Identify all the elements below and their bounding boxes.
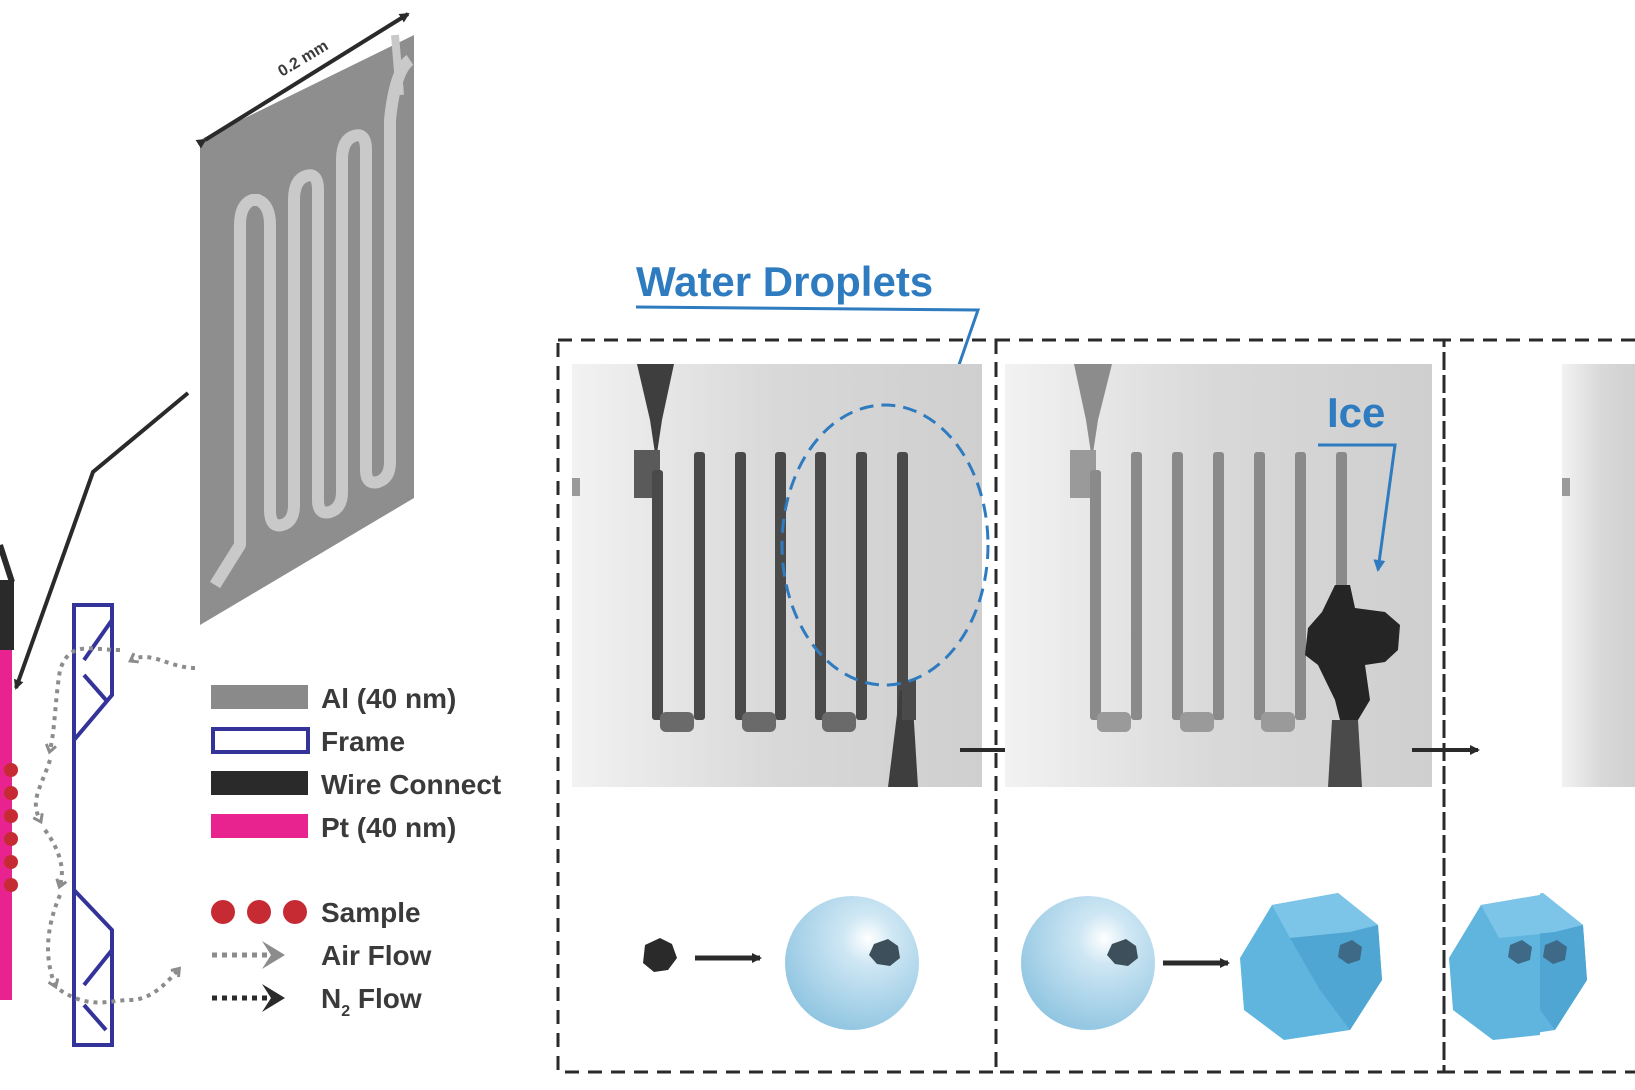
panel-3-frame bbox=[1442, 338, 1635, 1074]
legend-swatch-wire bbox=[211, 771, 308, 795]
sample-dots bbox=[4, 763, 18, 892]
legend-label-pt: Pt (40 nm) bbox=[321, 812, 456, 843]
scale-label: 0.2 mm bbox=[275, 37, 331, 80]
particle-icon bbox=[643, 938, 677, 972]
legend-swatch-al bbox=[211, 685, 308, 709]
legend-swatch-air-flow bbox=[212, 941, 285, 969]
legend-label-frame: Frame bbox=[321, 726, 405, 757]
device-schematic bbox=[0, 391, 196, 1047]
ice-annotation: Ice bbox=[1318, 389, 1397, 572]
wire-connect-block bbox=[0, 580, 14, 650]
process-illustrations bbox=[643, 893, 1587, 1040]
legend: Al (40 nm) Frame Wire Connect Pt (40 nm)… bbox=[211, 683, 501, 1020]
ice-crystal-icon-2 bbox=[1540, 893, 1587, 1033]
ice-crystal-icon-2-left bbox=[1449, 895, 1540, 1040]
sem-inset: 0.2 mm bbox=[195, 12, 414, 625]
water-droplets-pointer bbox=[635, 305, 981, 387]
legend-swatch-pt bbox=[211, 814, 308, 838]
water-droplets-label: Water Droplets bbox=[636, 258, 933, 305]
pt-electrode bbox=[0, 650, 12, 1000]
legend-label-wire: Wire Connect bbox=[321, 769, 501, 800]
zoom-connector-line bbox=[13, 391, 190, 690]
frame-outline bbox=[72, 603, 114, 1047]
panel-1-sem-image bbox=[572, 364, 990, 787]
legend-swatch-n2-flow bbox=[212, 984, 285, 1012]
ice-crystal bbox=[1305, 585, 1400, 725]
legend-label-n2-flow: N2 Flow bbox=[321, 983, 422, 1020]
legend-label-al: Al (40 nm) bbox=[321, 683, 456, 714]
droplet-icon-2 bbox=[1021, 896, 1155, 1030]
panel-2-sem-image bbox=[1005, 364, 1432, 787]
ice-crystal-icon-1 bbox=[1240, 893, 1382, 1040]
water-droplets-annotation: Water Droplets bbox=[635, 258, 981, 387]
ice-label: Ice bbox=[1327, 389, 1385, 436]
ice-pointer bbox=[1318, 443, 1397, 572]
scale-bar bbox=[195, 12, 410, 149]
wire-lead bbox=[0, 544, 15, 583]
panel-3-sem-image bbox=[1562, 364, 1635, 787]
panel-frames bbox=[556, 338, 1635, 1074]
panel-1-frame bbox=[556, 338, 998, 1074]
droplet-region bbox=[780, 403, 990, 687]
legend-label-sample: Sample bbox=[321, 897, 421, 928]
legend-swatch-frame bbox=[211, 727, 310, 754]
air-flow-arrows bbox=[36, 646, 196, 1005]
legend-label-air-flow: Air Flow bbox=[321, 940, 432, 971]
legend-swatch-sample bbox=[211, 900, 307, 924]
droplet-icon-1 bbox=[785, 896, 919, 1030]
